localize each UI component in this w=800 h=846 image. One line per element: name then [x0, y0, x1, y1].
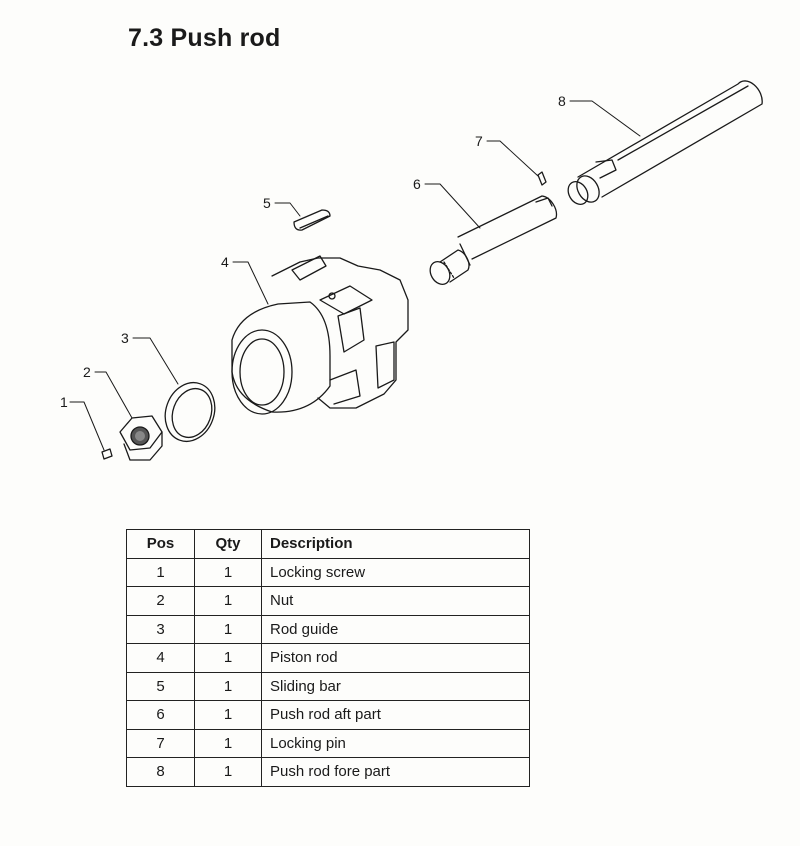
cell-description: Sliding bar — [261, 671, 530, 701]
table-row: 1 1 Locking screw — [126, 557, 530, 587]
callout-8: 8 — [558, 93, 566, 109]
callout-3: 3 — [121, 330, 129, 346]
cell-description: Push rod aft part — [261, 700, 530, 730]
callout-5: 5 — [263, 195, 271, 211]
sliding-bar — [293, 209, 331, 231]
callout-2: 2 — [83, 364, 91, 380]
table-row: 4 1 Piston rod — [126, 643, 530, 673]
table-row: 6 1 Push rod aft part — [126, 700, 530, 730]
cell-pos: 7 — [126, 728, 195, 758]
push-rod-aft-part — [429, 195, 558, 285]
cell-pos: 2 — [126, 586, 195, 616]
cell-qty: 1 — [194, 586, 262, 616]
table-row: 5 1 Sliding bar — [126, 671, 530, 701]
table-row: 2 1 Nut — [126, 586, 530, 616]
header-description: Description — [261, 529, 530, 559]
callout-leaders — [69, 100, 641, 451]
cell-description: Locking screw — [261, 557, 530, 587]
piston-rod-housing — [231, 255, 409, 415]
callout-6: 6 — [413, 176, 421, 192]
cell-qty: 1 — [194, 671, 262, 701]
locking-screw — [101, 448, 113, 460]
callout-numbers: 1 2 3 4 5 6 7 8 — [60, 93, 566, 410]
table-header-row: Pos Qty Description — [126, 529, 530, 559]
cell-pos: 8 — [126, 757, 195, 787]
callout-1: 1 — [60, 394, 68, 410]
cell-pos: 1 — [126, 557, 195, 587]
exploded-parts-diagram: 1 2 3 4 5 6 7 8 — [0, 70, 800, 490]
cell-description: Nut — [261, 586, 530, 616]
header-pos: Pos — [126, 529, 195, 559]
callout-4: 4 — [221, 254, 229, 270]
table-row: 8 1 Push rod fore part — [126, 757, 530, 787]
cell-pos: 3 — [126, 614, 195, 644]
cell-description: Locking pin — [261, 728, 530, 758]
cell-qty: 1 — [194, 614, 262, 644]
callout-7: 7 — [475, 133, 483, 149]
locking-pin — [537, 171, 547, 186]
nut — [119, 415, 163, 461]
cell-qty: 1 — [194, 557, 262, 587]
cell-qty: 1 — [194, 757, 262, 787]
push-rod-fore-part — [567, 80, 763, 205]
header-qty: Qty — [194, 529, 262, 559]
cell-pos: 4 — [126, 643, 195, 673]
page-title: 7.3 Push rod — [128, 24, 281, 52]
cell-qty: 1 — [194, 700, 262, 730]
cell-pos: 6 — [126, 700, 195, 730]
cell-description: Rod guide — [261, 614, 530, 644]
cell-pos: 5 — [126, 671, 195, 701]
cell-qty: 1 — [194, 643, 262, 673]
parts-table: Pos Qty Description 1 1 Locking screw 2 … — [126, 529, 530, 787]
cell-description: Piston rod — [261, 643, 530, 673]
table-row: 7 1 Locking pin — [126, 728, 530, 758]
cell-description: Push rod fore part — [261, 757, 530, 787]
rod-guide-ring — [164, 381, 216, 443]
table-row: 3 1 Rod guide — [126, 614, 530, 644]
cell-qty: 1 — [194, 728, 262, 758]
